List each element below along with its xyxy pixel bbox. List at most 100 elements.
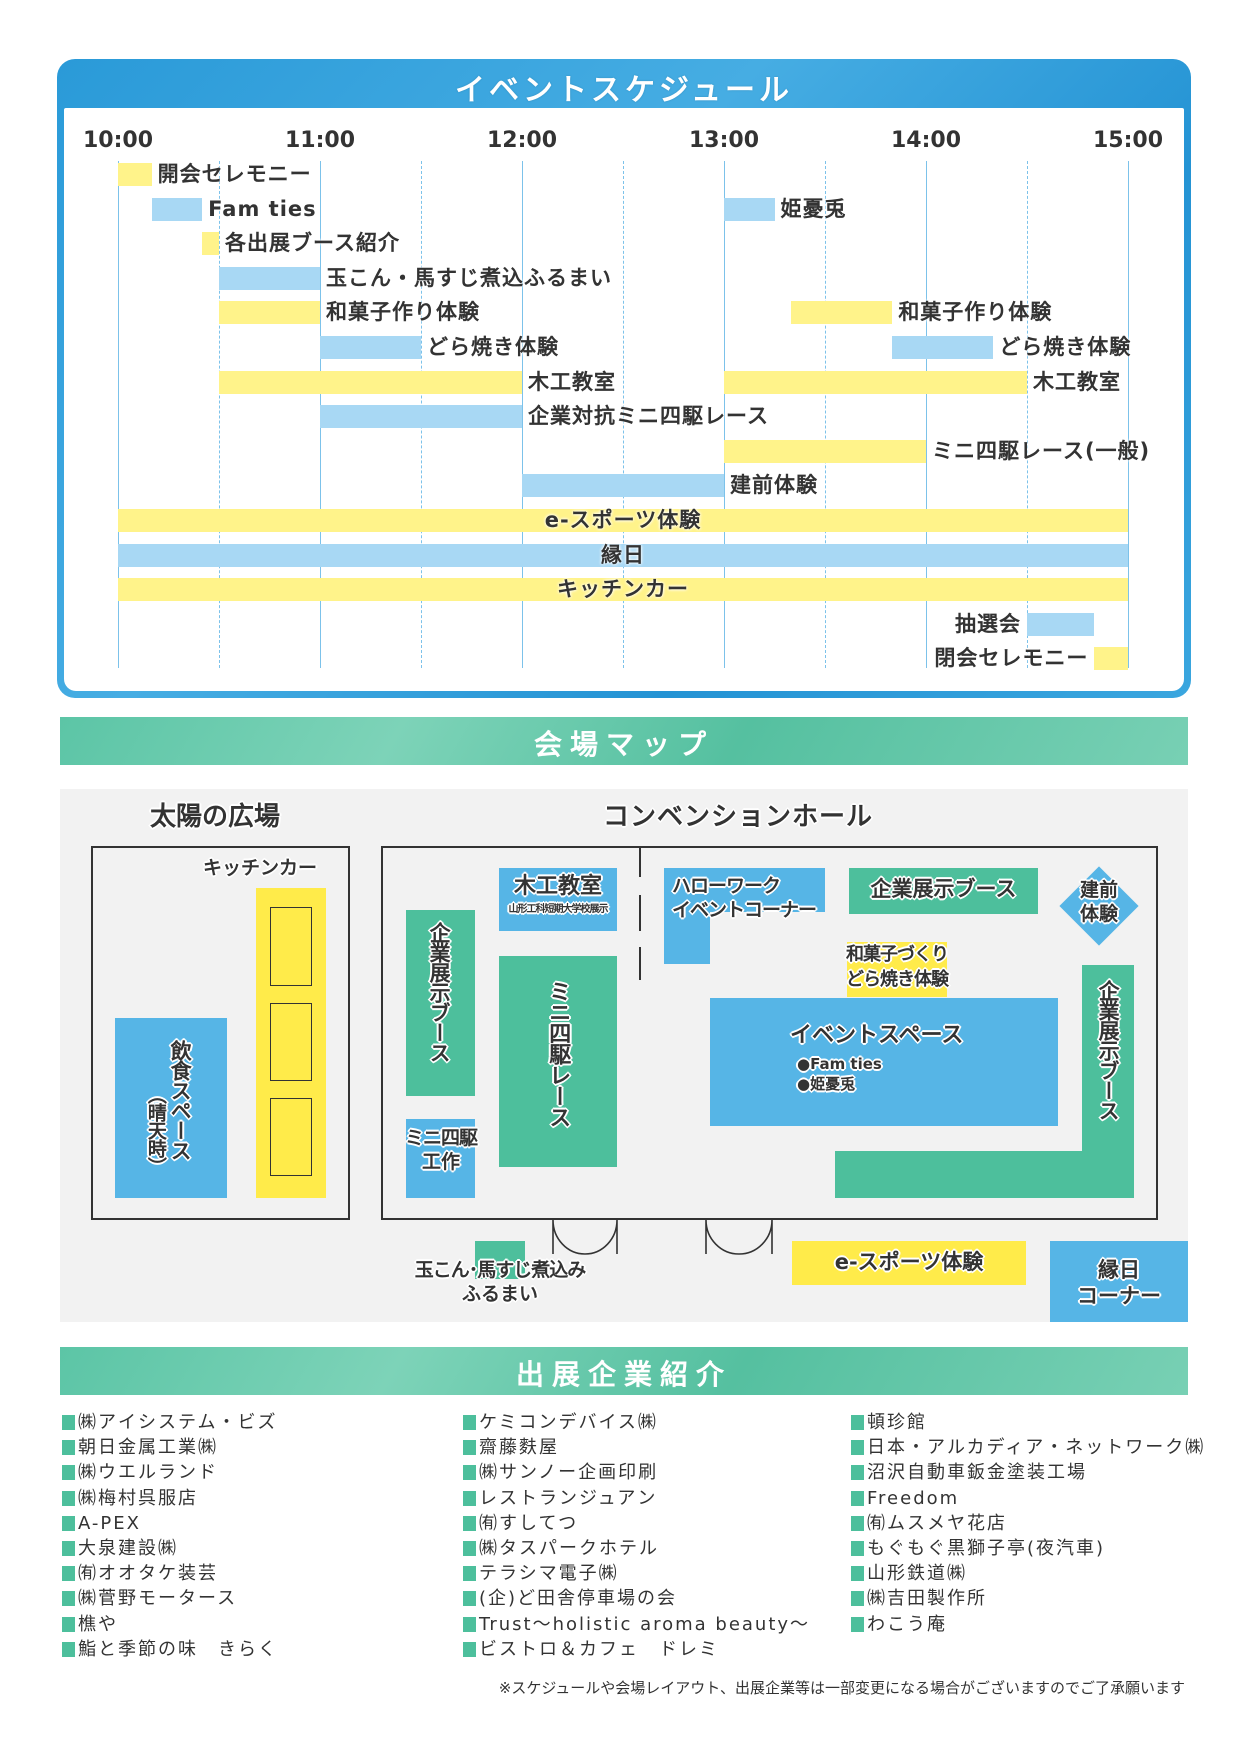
half-hour-gridline: [1027, 161, 1028, 668]
company-item: 齋藤麩屋: [463, 1435, 559, 1460]
event-bar: [320, 405, 522, 429]
plaza-area: [91, 846, 350, 1220]
hellowork-label: ハローワーク: [672, 875, 781, 897]
half-hour-gridline: [825, 161, 826, 668]
booth-top-label: 企業展示ブース: [870, 877, 1017, 901]
event-label: e-スポーツ体験: [544, 508, 702, 532]
company-item: ㈱吉田製作所: [851, 1586, 987, 1611]
mini4-craft-label-2: 工作: [421, 1151, 460, 1173]
company-item: ㈱菅野モータース: [62, 1586, 237, 1611]
company-item: ビストロ＆カフェ ドレミ: [463, 1637, 719, 1662]
event-bar: [151, 197, 203, 221]
hour-gridline: [1128, 161, 1129, 668]
wagashi-label: 和菓子づくり: [846, 944, 949, 965]
booth-right-label: 企業展示ブース: [1096, 980, 1121, 1120]
kitchen-car-label: キッチンカー: [203, 857, 318, 879]
event-bar: [118, 509, 1128, 532]
wagashi-area: [847, 942, 947, 997]
event-bar: [724, 370, 1027, 394]
tatemae-label: 建前: [1079, 879, 1118, 901]
event-bar: [791, 301, 893, 325]
time-tick: 11:00: [284, 128, 356, 153]
hour-gridline: [118, 161, 119, 668]
event-label: 木工教室: [528, 369, 616, 394]
event-label: 姫憂兎: [780, 196, 847, 221]
company-item: (企)ど田舎停車場の会: [463, 1586, 677, 1611]
company-item: ㈲すしてつ: [463, 1511, 578, 1536]
company-item: A-PEX: [62, 1511, 141, 1536]
hellowork-label-2: イベントコーナー: [672, 899, 817, 921]
company-item: 頓珍館: [851, 1410, 927, 1435]
entrance-doors: [552, 1220, 773, 1255]
mini4-race-label: ミニ四駆レース: [545, 980, 571, 1127]
company-item: Freedom: [851, 1486, 959, 1511]
event-bar: [118, 543, 1128, 567]
company-item: ㈱ウエルランド: [62, 1460, 218, 1485]
event-label: 建前体験: [730, 473, 818, 498]
ennichi-area: [1050, 1241, 1188, 1322]
tatemae-label-2: 体験: [1079, 903, 1118, 925]
convention-hall: [381, 846, 1158, 1220]
hellowork-area: [664, 868, 825, 912]
company-item: ケミコンデバイス㈱: [463, 1410, 658, 1435]
dining-space: [115, 1018, 227, 1198]
event-bar: [219, 370, 522, 394]
company-item: もぐもぐ黒獅子亭(夜汽車): [851, 1536, 1105, 1561]
event-bar: [724, 439, 926, 463]
event-label: ミニ四駆レース(一般): [932, 438, 1151, 463]
woodwork-label: 木工教室: [513, 874, 602, 899]
event-label: 開会セレモニー: [157, 162, 312, 186]
company-item: 鮨と季節の味 きらく: [62, 1637, 278, 1662]
time-tick: 13:00: [688, 128, 760, 153]
booth-right-base: [835, 1151, 1134, 1198]
event-bar: [219, 301, 320, 325]
schedule-title: イベントスケジュール: [455, 73, 793, 108]
event-label: どら焼き体験: [427, 335, 559, 359]
map-banner: 会場マップ: [60, 717, 1188, 765]
map-title: 会場マップ: [533, 728, 714, 761]
hour-gridline: [522, 161, 523, 668]
hellowork-area-stem: [664, 912, 710, 964]
event-label: 縁日: [601, 542, 645, 567]
event-label: 木工教室: [1033, 369, 1121, 394]
company-item: テラシマ電子㈱: [463, 1561, 619, 1586]
mini4-craft-label: ミニ四駆: [404, 1127, 478, 1149]
event-bar: [219, 266, 320, 290]
tamakon-label: 玉こん･馬すじ煮込み: [414, 1259, 587, 1281]
event-bar: [118, 578, 1128, 602]
kitchen-car-slot: [270, 1098, 312, 1176]
event-label: 閉会セレモニー: [934, 646, 1089, 671]
mini4-race-area: [499, 956, 617, 1167]
event-bar: [320, 336, 421, 359]
partition: [639, 895, 641, 931]
event-label: 玉こん・馬すじ煮込ふるまい: [326, 265, 612, 290]
time-tick: 10:00: [82, 128, 154, 153]
footnote: ※スケジュールや会場レイアウト、出展企業等は一部変更になる場合がございますのでご…: [498, 1679, 1185, 1697]
plaza-title: 太陽の広場: [150, 802, 281, 832]
hall-title: コンベンションホール: [603, 802, 874, 832]
company-item: ㈱梅村呉服店: [62, 1486, 198, 1511]
event-bar: [892, 336, 994, 359]
companies-title: 出展企業紹介: [515, 1358, 732, 1391]
tamakon-label-2: ふるまい: [461, 1283, 538, 1305]
esports-area: [792, 1241, 1026, 1285]
time-tick: 14:00: [890, 128, 962, 153]
company-item: 日本・アルカディア・ネットワーク㈱: [851, 1435, 1205, 1460]
company-item: ㈲オオタケ装芸: [62, 1561, 218, 1586]
event-bar: [118, 163, 152, 186]
company-item: ㈱アイシステム・ビズ: [62, 1410, 277, 1435]
dining-label: 飲食スペース: [168, 1040, 193, 1160]
woodwork-sub: 山形工科短期大学校展示: [508, 904, 609, 915]
partition: [639, 846, 641, 877]
company-item: ㈲ムスメヤ花店: [851, 1511, 1007, 1536]
company-item: 大泉建設㈱: [62, 1536, 178, 1561]
esports-label: e-スポーツ体験: [834, 1250, 984, 1274]
company-item: ㈱タスパークホテル: [463, 1536, 659, 1561]
time-tick: 15:00: [1092, 128, 1164, 153]
company-item: わこう庵: [851, 1612, 947, 1637]
ennichi-label-2: コーナー: [1077, 1284, 1161, 1308]
company-item: 朝日金属工業㈱: [62, 1435, 218, 1460]
event-label: Fam ties: [208, 196, 317, 221]
event-label: キッチンカー: [557, 577, 689, 602]
